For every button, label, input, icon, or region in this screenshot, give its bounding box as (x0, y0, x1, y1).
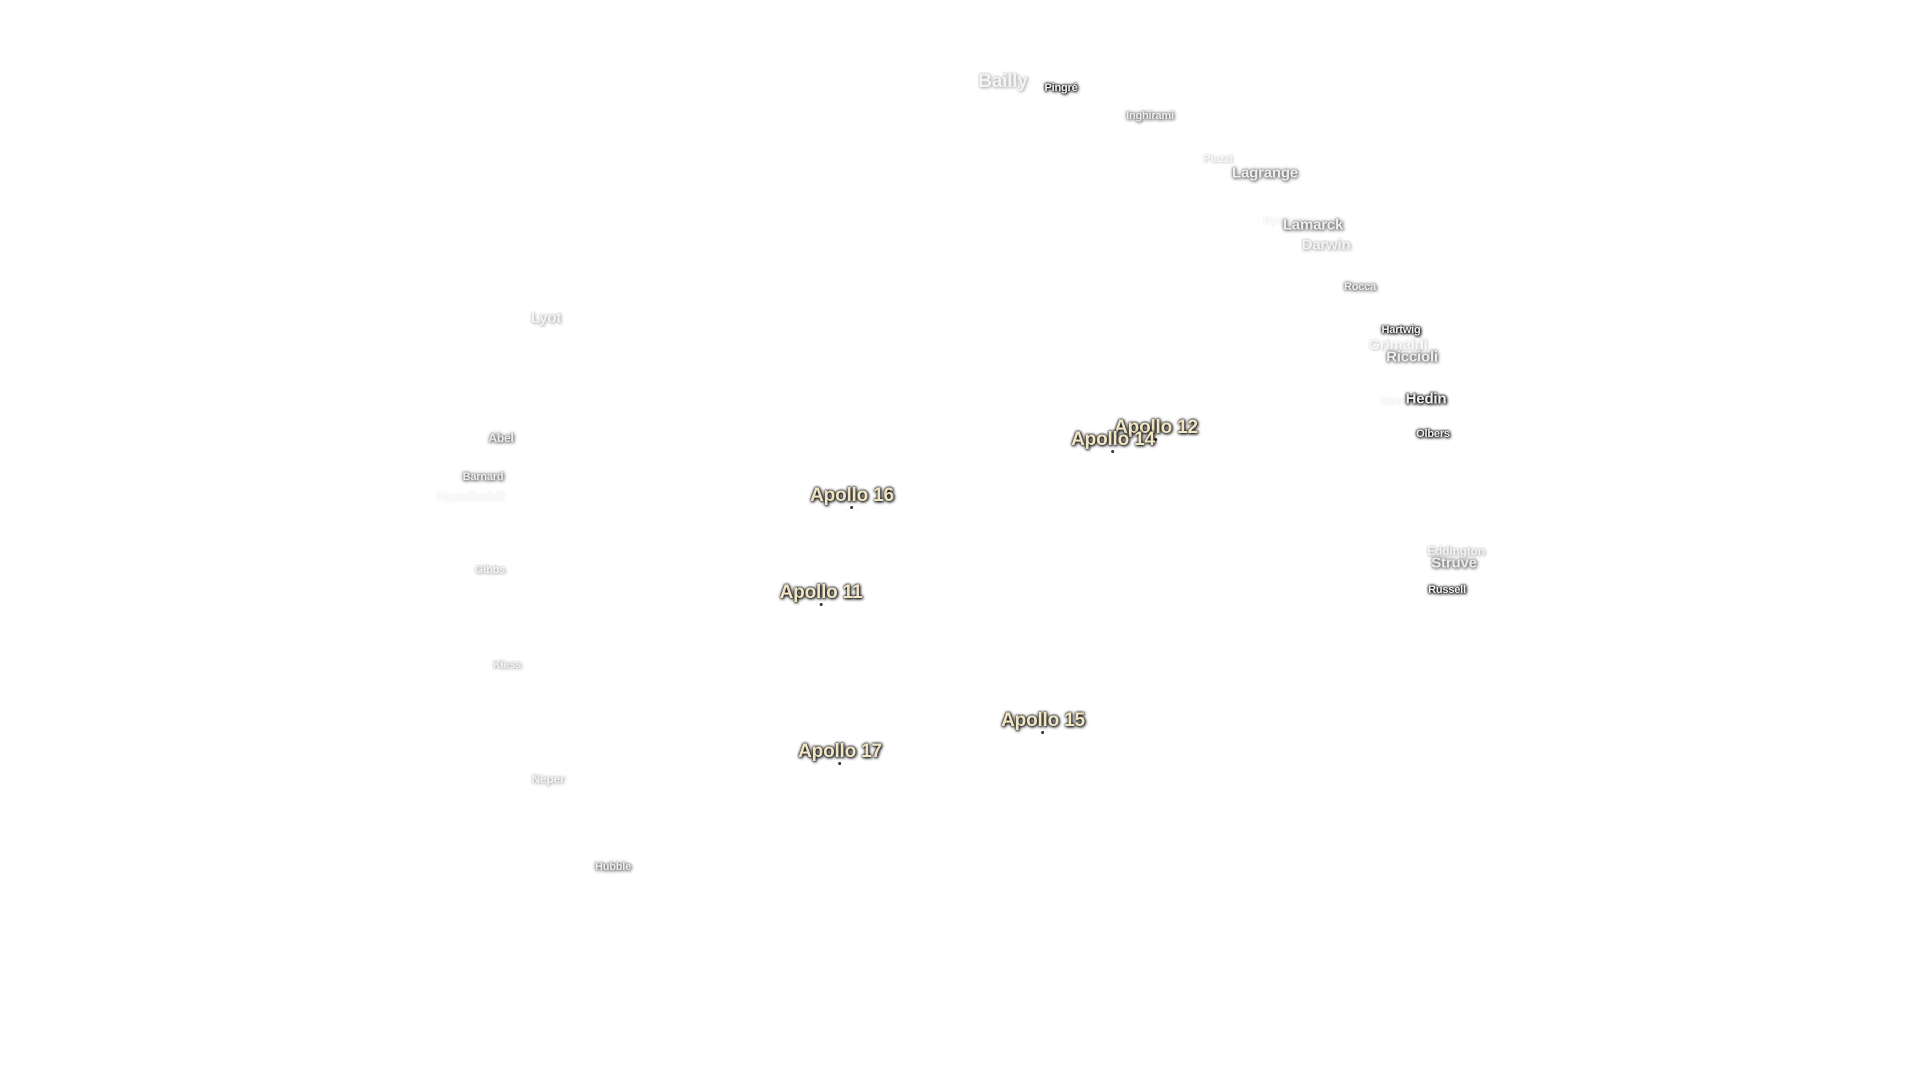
crater-label-eddington: Eddington (1427, 544, 1485, 558)
landing-site-marker-icon[interactable] (1154, 438, 1158, 441)
landing-site-marker-icon[interactable] (850, 506, 854, 509)
crater-label-olbers: Olbers (1416, 428, 1450, 440)
landing-site-marker-icon[interactable] (1111, 450, 1115, 453)
crater-label-neper: Neper (531, 772, 565, 786)
crater-label-russell: Russell (1428, 584, 1466, 596)
landing-site-label: Apollo 11 (779, 582, 863, 603)
landing-site-label: Apollo 17 (798, 741, 882, 762)
crater-label-darwin: Darwin (1301, 236, 1351, 254)
landing-site-apollo-16[interactable]: Apollo 16 (810, 485, 894, 509)
landing-site-marker-icon[interactable] (1041, 731, 1045, 734)
crater-label-barnard: Barnard (462, 471, 504, 483)
crater-label-hubble: Hubble (594, 861, 632, 873)
landing-site-apollo-17[interactable]: Apollo 17 (798, 741, 882, 765)
landing-site-apollo-11[interactable]: Apollo 11 (779, 582, 863, 606)
landing-site-marker-icon[interactable] (838, 762, 842, 765)
crater-label-piazzi: Piazzi (1203, 153, 1233, 165)
crater-label-abel: Abel (488, 431, 514, 445)
landing-site-label: Apollo 14 (1071, 429, 1155, 450)
crater-label-rocca: Rocca (1343, 281, 1377, 293)
landing-site-label: Apollo 16 (810, 485, 894, 506)
crater-label-byrgius: Byrgius (1263, 215, 1303, 227)
crater-label-grimaldi: Grimaldi (1368, 336, 1428, 354)
crater-label-inghirami: Inghirami (1126, 110, 1174, 122)
landing-site-label: Apollo 12 (1114, 417, 1198, 438)
crater-label-struve: Struve (1431, 554, 1477, 572)
crater-label-hevelius: Hevelius (1381, 394, 1429, 408)
crater-label-lyot: Lyot (530, 309, 562, 327)
crater-label-lagrange: Lagrange (1232, 164, 1298, 182)
crater-label-bailly: Bailly (978, 71, 1028, 92)
crater-label-pingre: Pingré (1044, 82, 1078, 94)
crater-label-gibbs: Gibbs (474, 564, 506, 576)
landing-site-apollo-12[interactable]: Apollo 12 (1114, 417, 1198, 441)
landing-site-marker-icon[interactable] (819, 603, 823, 606)
crater-label-kiess: Kiess (492, 659, 522, 671)
crater-label-lamarck: Lamarck (1282, 216, 1344, 234)
landing-site-apollo-14[interactable]: Apollo 14 (1071, 429, 1155, 453)
crater-label-hartwig: Hartwig (1381, 324, 1421, 336)
crater-label-hedin: Hedin (1405, 390, 1447, 408)
crater-label-humboldt: Humboldt (436, 488, 506, 506)
crater-label-riccioli: Riccioli (1386, 348, 1438, 366)
landing-site-apollo-15[interactable]: Apollo 15 (1001, 710, 1085, 734)
landing-site-label: Apollo 15 (1001, 710, 1085, 731)
